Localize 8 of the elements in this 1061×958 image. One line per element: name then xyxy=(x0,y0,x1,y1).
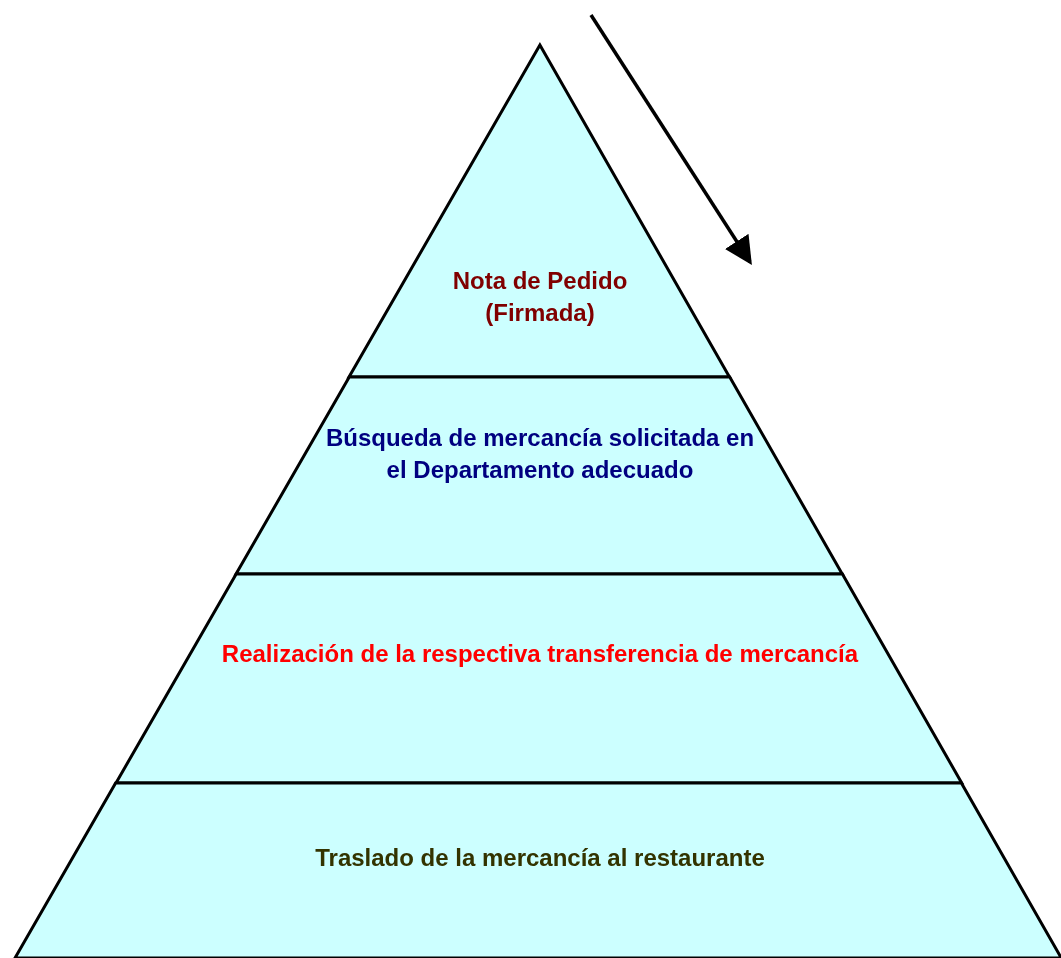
pyramid-top-level xyxy=(349,45,730,377)
level-label: Realización de la respectiva transferencia de mercancía xyxy=(220,639,860,669)
pyramid-level xyxy=(115,574,962,783)
level-label: Nota de Pedido (Firmada) xyxy=(451,266,629,328)
pyramid-level xyxy=(235,377,843,574)
level-label: Traslado de la mercancía al restaurante xyxy=(314,843,766,873)
level-label: Búsqueda de mercancía solicitada en el Departamento adecuado xyxy=(324,423,756,485)
pyramid-level xyxy=(15,783,1061,958)
